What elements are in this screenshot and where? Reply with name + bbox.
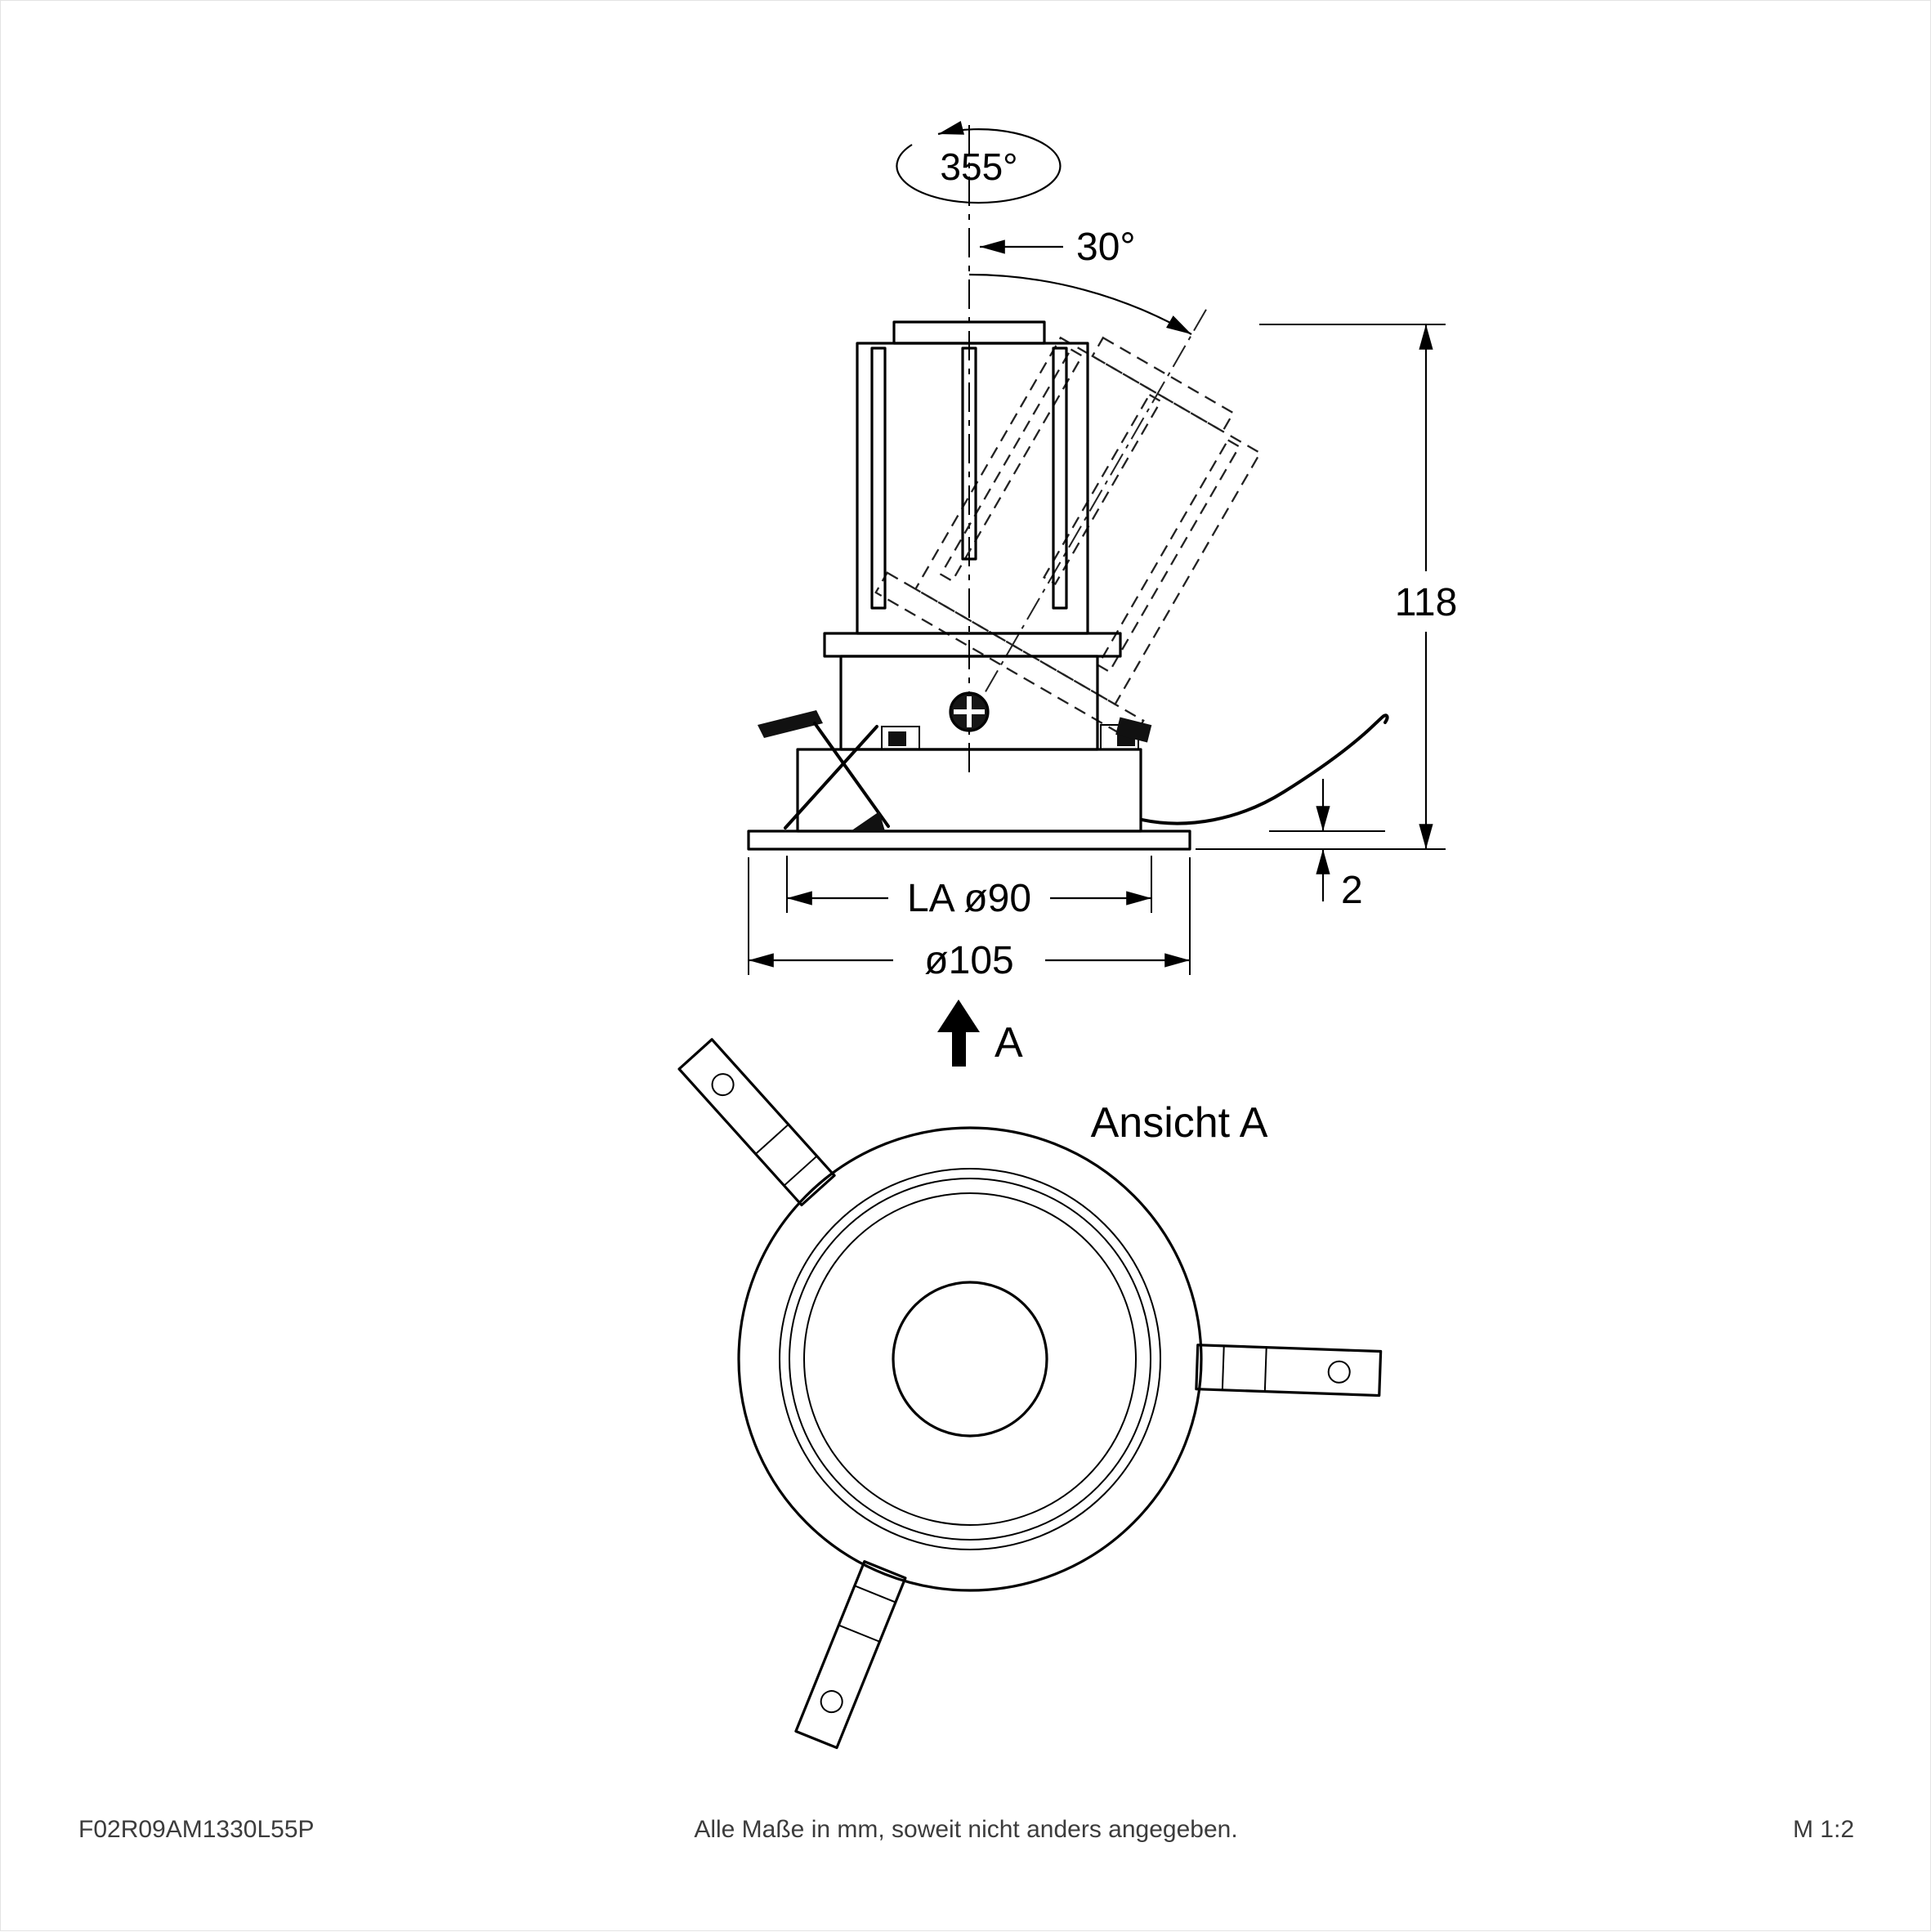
tilt-arc-arrow (968, 273, 1192, 335)
dimension-height-118: 118 (1196, 324, 1458, 850)
tilt-annotation: 30° (968, 226, 1192, 335)
screw-rim (949, 691, 990, 732)
heatsink-fin-slot (870, 347, 887, 610)
tilt-angle-label: 30° (1076, 226, 1136, 269)
tab-screw-hole (1327, 1360, 1351, 1384)
height-value: 118 (1395, 581, 1458, 624)
tab-bend-line (1263, 1347, 1267, 1392)
rotation-annotation: 355° (896, 121, 1062, 204)
tab-screw-hole (820, 1690, 843, 1714)
heatsink-fin-slot (961, 347, 977, 561)
mounting-bracket (823, 632, 1122, 658)
cutout-value: LA ø90 (907, 877, 1031, 920)
ghost-fin-slot (1043, 393, 1162, 585)
clip-clamp (1115, 717, 1152, 743)
fixture-upright (747, 320, 1389, 851)
connector-block-left (881, 726, 920, 750)
rotation-angle-label: 355° (940, 145, 1017, 188)
clip-wire (1140, 713, 1389, 825)
article-number: F02R09AM1330L55P (78, 1816, 315, 1843)
tab-screw-hole (711, 1073, 735, 1097)
reflector-rim (789, 1178, 1151, 1541)
clip-foot (851, 812, 885, 831)
view-direction-arrow: A (937, 1000, 1023, 1067)
view-arrow-label: A (995, 1019, 1023, 1067)
trim-flange (747, 830, 1191, 851)
flange-thickness-value: 2 (1341, 869, 1363, 912)
ghost-fin-slot (939, 347, 1084, 583)
tab-body (794, 1560, 907, 1750)
clip-wire (784, 725, 878, 830)
mounting-tab-upper-left (677, 1038, 836, 1207)
lens-opening (892, 1281, 1048, 1438)
diameter-value: ø105 (924, 939, 1013, 982)
tab-body (1195, 1344, 1383, 1398)
side-view: 355° 30° (747, 121, 1458, 1067)
clip-wire (813, 722, 890, 828)
title-block: F02R09AM1330L55P Alle Maße in mm, soweit… (78, 1816, 1854, 1843)
tab-bend-line (1221, 1345, 1225, 1390)
dimension-diameter-105: ø105 (748, 857, 1191, 982)
dimension-cutout-90: LA ø90 (786, 856, 1152, 920)
tab-bend-line (755, 1124, 789, 1155)
ghost-fin-slot (1097, 438, 1241, 673)
reflector-cone (803, 1192, 1137, 1526)
dimension-flange-2: 2 (1269, 779, 1385, 912)
trim-ring-step (779, 1168, 1161, 1550)
view-arrow-stem (952, 1032, 966, 1067)
spring-clip-right (1115, 713, 1389, 825)
view-arrow-head-icon (937, 1000, 980, 1032)
rotation-arrow-arc (896, 121, 1062, 204)
heatsink-fin-slot (1052, 347, 1068, 610)
mounting-tab-lower-left (794, 1560, 907, 1750)
scale-label: M 1:2 (1793, 1816, 1854, 1843)
spring-clip-left (758, 710, 890, 831)
pivot-screw (949, 691, 990, 732)
ghost-center-line (971, 309, 1207, 717)
tab-bend-line (783, 1155, 818, 1187)
mounting-tab-right (1195, 1344, 1383, 1398)
dimension-note: Alle Maße in mm, soweit nicht anders ang… (694, 1816, 1237, 1843)
clip-bracket (758, 710, 823, 738)
top-view: Ansicht A (677, 1038, 1383, 1750)
top-view-title: Ansicht A (1091, 1099, 1268, 1147)
trim-ring-outer (737, 1126, 1203, 1592)
tab-bend-line (838, 1624, 880, 1643)
ghost-bracket (874, 571, 1145, 742)
tilted-ghost-outline (874, 309, 1262, 742)
tab-bend-line (854, 1585, 896, 1603)
tab-body (677, 1038, 836, 1207)
connector-contact-left (888, 731, 906, 746)
